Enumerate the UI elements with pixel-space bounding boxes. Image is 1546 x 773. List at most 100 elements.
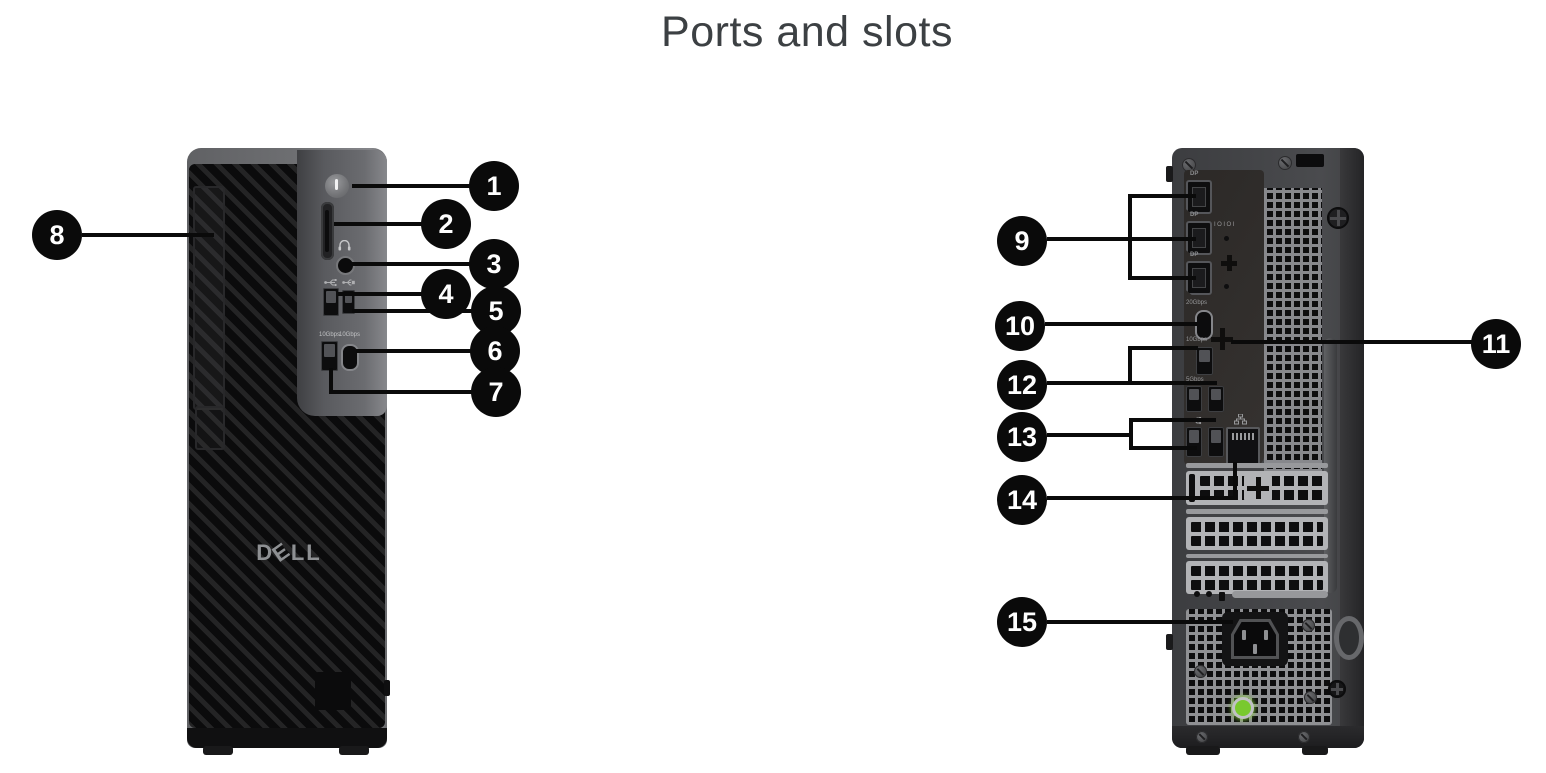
sd-card-slot	[321, 202, 334, 260]
ethernet-port	[1226, 427, 1260, 465]
screw	[1328, 680, 1346, 698]
usb-a-port	[1196, 347, 1213, 375]
usb-speed-label: 10Gbps	[319, 332, 341, 338]
callout-5-line	[352, 309, 474, 313]
usb-c-port	[341, 344, 359, 371]
headset-icon	[338, 240, 351, 251]
callout-3-line	[352, 262, 472, 266]
callout-12-line	[1128, 346, 1198, 350]
usb-charging-icon	[342, 278, 355, 287]
logo-letter: D	[256, 540, 275, 565]
foot	[339, 746, 369, 755]
callout-12-line	[1128, 346, 1132, 385]
usb-speed-label: 10Gbps	[339, 332, 361, 338]
usb-speed-label: 10Gbps	[1186, 337, 1208, 343]
screw	[1302, 619, 1315, 632]
displayport-label: DP	[1190, 252, 1199, 258]
callout-8: 8	[32, 210, 82, 260]
power-pin	[1264, 630, 1268, 640]
callout-number: 9	[1014, 225, 1030, 256]
callout-number: 8	[49, 219, 65, 250]
callout-2-line	[334, 222, 424, 226]
front-view-illustration: 10Gbps 10Gbps DELL	[187, 148, 390, 755]
callout-number: 3	[486, 248, 502, 279]
foot	[1186, 746, 1220, 755]
usb-tongue	[345, 293, 352, 304]
callout-number: 14	[1006, 484, 1038, 515]
callout-8-line	[82, 233, 214, 237]
callout-4: 4	[421, 269, 471, 319]
usb-speed-label: 5Gbps	[1186, 377, 1204, 383]
usb-tongue	[1189, 389, 1199, 400]
knockout-cross	[1247, 477, 1269, 499]
usb-a-port	[1186, 386, 1202, 412]
security-slot	[1219, 592, 1225, 601]
serial-port-label: IOIOI	[1214, 222, 1236, 228]
callout-14-line	[1233, 462, 1237, 500]
power-button	[325, 174, 349, 198]
callout-number: 7	[488, 376, 504, 407]
usb-tongue	[326, 291, 336, 303]
callout-9-line	[1128, 194, 1132, 280]
optical-drive-eject	[195, 406, 225, 450]
callout-11: 11	[1471, 319, 1521, 369]
usb-a-port	[1208, 427, 1224, 457]
foot	[1302, 746, 1328, 755]
power-icon	[335, 179, 338, 190]
vent-pattern	[1191, 566, 1323, 576]
mount-lug	[1166, 634, 1173, 650]
callout-9: 9	[997, 216, 1047, 266]
padlock-hole	[1194, 591, 1200, 597]
callout-2: 2	[421, 199, 471, 249]
callout-1: 1	[469, 161, 519, 211]
brand-logo: DELL	[242, 537, 336, 567]
callout-9-line	[1128, 194, 1196, 198]
callout-4-line	[338, 292, 424, 296]
slot-latch	[1189, 474, 1195, 502]
callout-12-line	[1047, 381, 1217, 385]
knockout-cross	[1221, 255, 1237, 271]
usb-a-port	[321, 341, 338, 371]
callout-3: 3	[469, 239, 519, 289]
expansion-slot-cover	[1186, 471, 1328, 505]
callout-13-line	[1129, 418, 1133, 450]
screw	[1182, 158, 1196, 172]
slot-rail	[1186, 509, 1328, 514]
screw	[1196, 731, 1208, 743]
callout-number: 2	[438, 208, 454, 239]
callout-15: 15	[997, 597, 1047, 647]
screw	[1298, 731, 1310, 743]
screw	[1278, 156, 1292, 170]
top-vent-slot	[1296, 154, 1324, 167]
callout-number: 1	[486, 170, 502, 201]
expansion-slot-cover	[1186, 517, 1328, 550]
callout-number: 11	[1481, 328, 1511, 359]
expansion-slot-cover	[1186, 561, 1328, 594]
power-pin	[1242, 630, 1246, 640]
callout-11-line	[1231, 340, 1473, 344]
callout-13: 13	[997, 412, 1047, 462]
callout-10: 10	[995, 301, 1045, 351]
mount-lug	[1166, 166, 1173, 182]
padlock-hole	[1206, 591, 1212, 597]
callout-12: 12	[997, 360, 1047, 410]
vent-pattern	[1191, 522, 1323, 532]
pull-ring	[1334, 616, 1364, 660]
foot	[203, 746, 233, 755]
callout-14: 14	[997, 475, 1047, 525]
callout-6-line	[356, 349, 472, 353]
vent-pattern	[1191, 536, 1323, 546]
displayport-label: DP	[1190, 171, 1199, 177]
front-badge-area	[315, 672, 351, 710]
screw-hole	[1224, 236, 1229, 241]
rear-view-illustration: DP DP DP IOIOI 20Gbps 10Gbps 5Gbps	[1166, 148, 1364, 755]
callout-7: 7	[471, 367, 521, 417]
displayport-label: DP	[1190, 212, 1199, 218]
callout-number: 4	[438, 278, 454, 309]
callout-13-line	[1129, 446, 1197, 450]
callout-9-line	[1128, 276, 1196, 280]
power-supply-unit	[1186, 609, 1332, 725]
optical-drive-bay	[193, 186, 225, 410]
sd-card-slit	[325, 210, 329, 252]
